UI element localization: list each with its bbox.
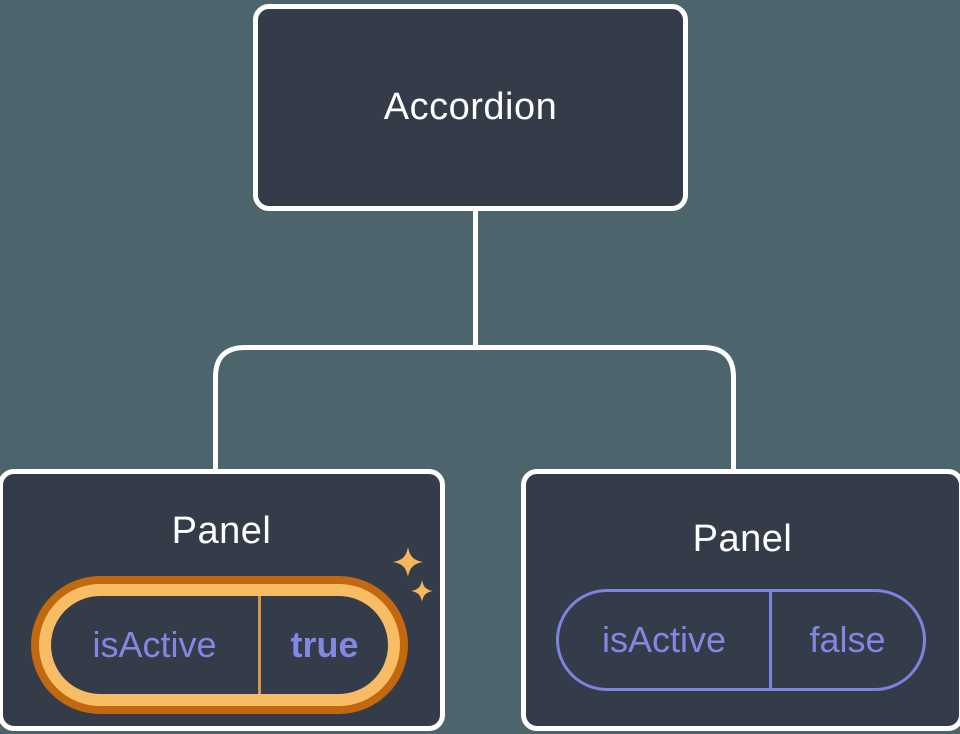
sparkle-large-icon bbox=[393, 547, 423, 577]
panel-label: Panel bbox=[171, 510, 272, 552]
state-pill-inactive: isActive false bbox=[556, 589, 926, 691]
pill-divider bbox=[258, 596, 261, 694]
sparkle-small-icon bbox=[411, 580, 433, 602]
panel-node-active: Panel isActive true bbox=[0, 469, 445, 731]
state-value-cell: true bbox=[261, 596, 388, 694]
accordion-node: Accordion bbox=[253, 4, 688, 211]
state-pill-active: isActive true bbox=[39, 584, 400, 706]
state-key-label: isActive bbox=[601, 619, 727, 660]
accordion-label: Accordion bbox=[383, 86, 558, 128]
connector-branch-line bbox=[213, 345, 736, 471]
state-key-label: isActive bbox=[92, 624, 217, 665]
panel-node-inactive: Panel isActive false bbox=[521, 469, 960, 731]
state-value-cell: false bbox=[772, 592, 923, 688]
state-key-cell: isActive bbox=[51, 596, 258, 694]
pill-divider bbox=[769, 592, 772, 688]
state-value-label: false bbox=[809, 619, 886, 660]
state-value-label: true bbox=[290, 624, 359, 665]
panel-label: Panel bbox=[692, 518, 793, 560]
sparkles-icon bbox=[393, 547, 433, 602]
state-key-cell: isActive bbox=[559, 592, 769, 688]
